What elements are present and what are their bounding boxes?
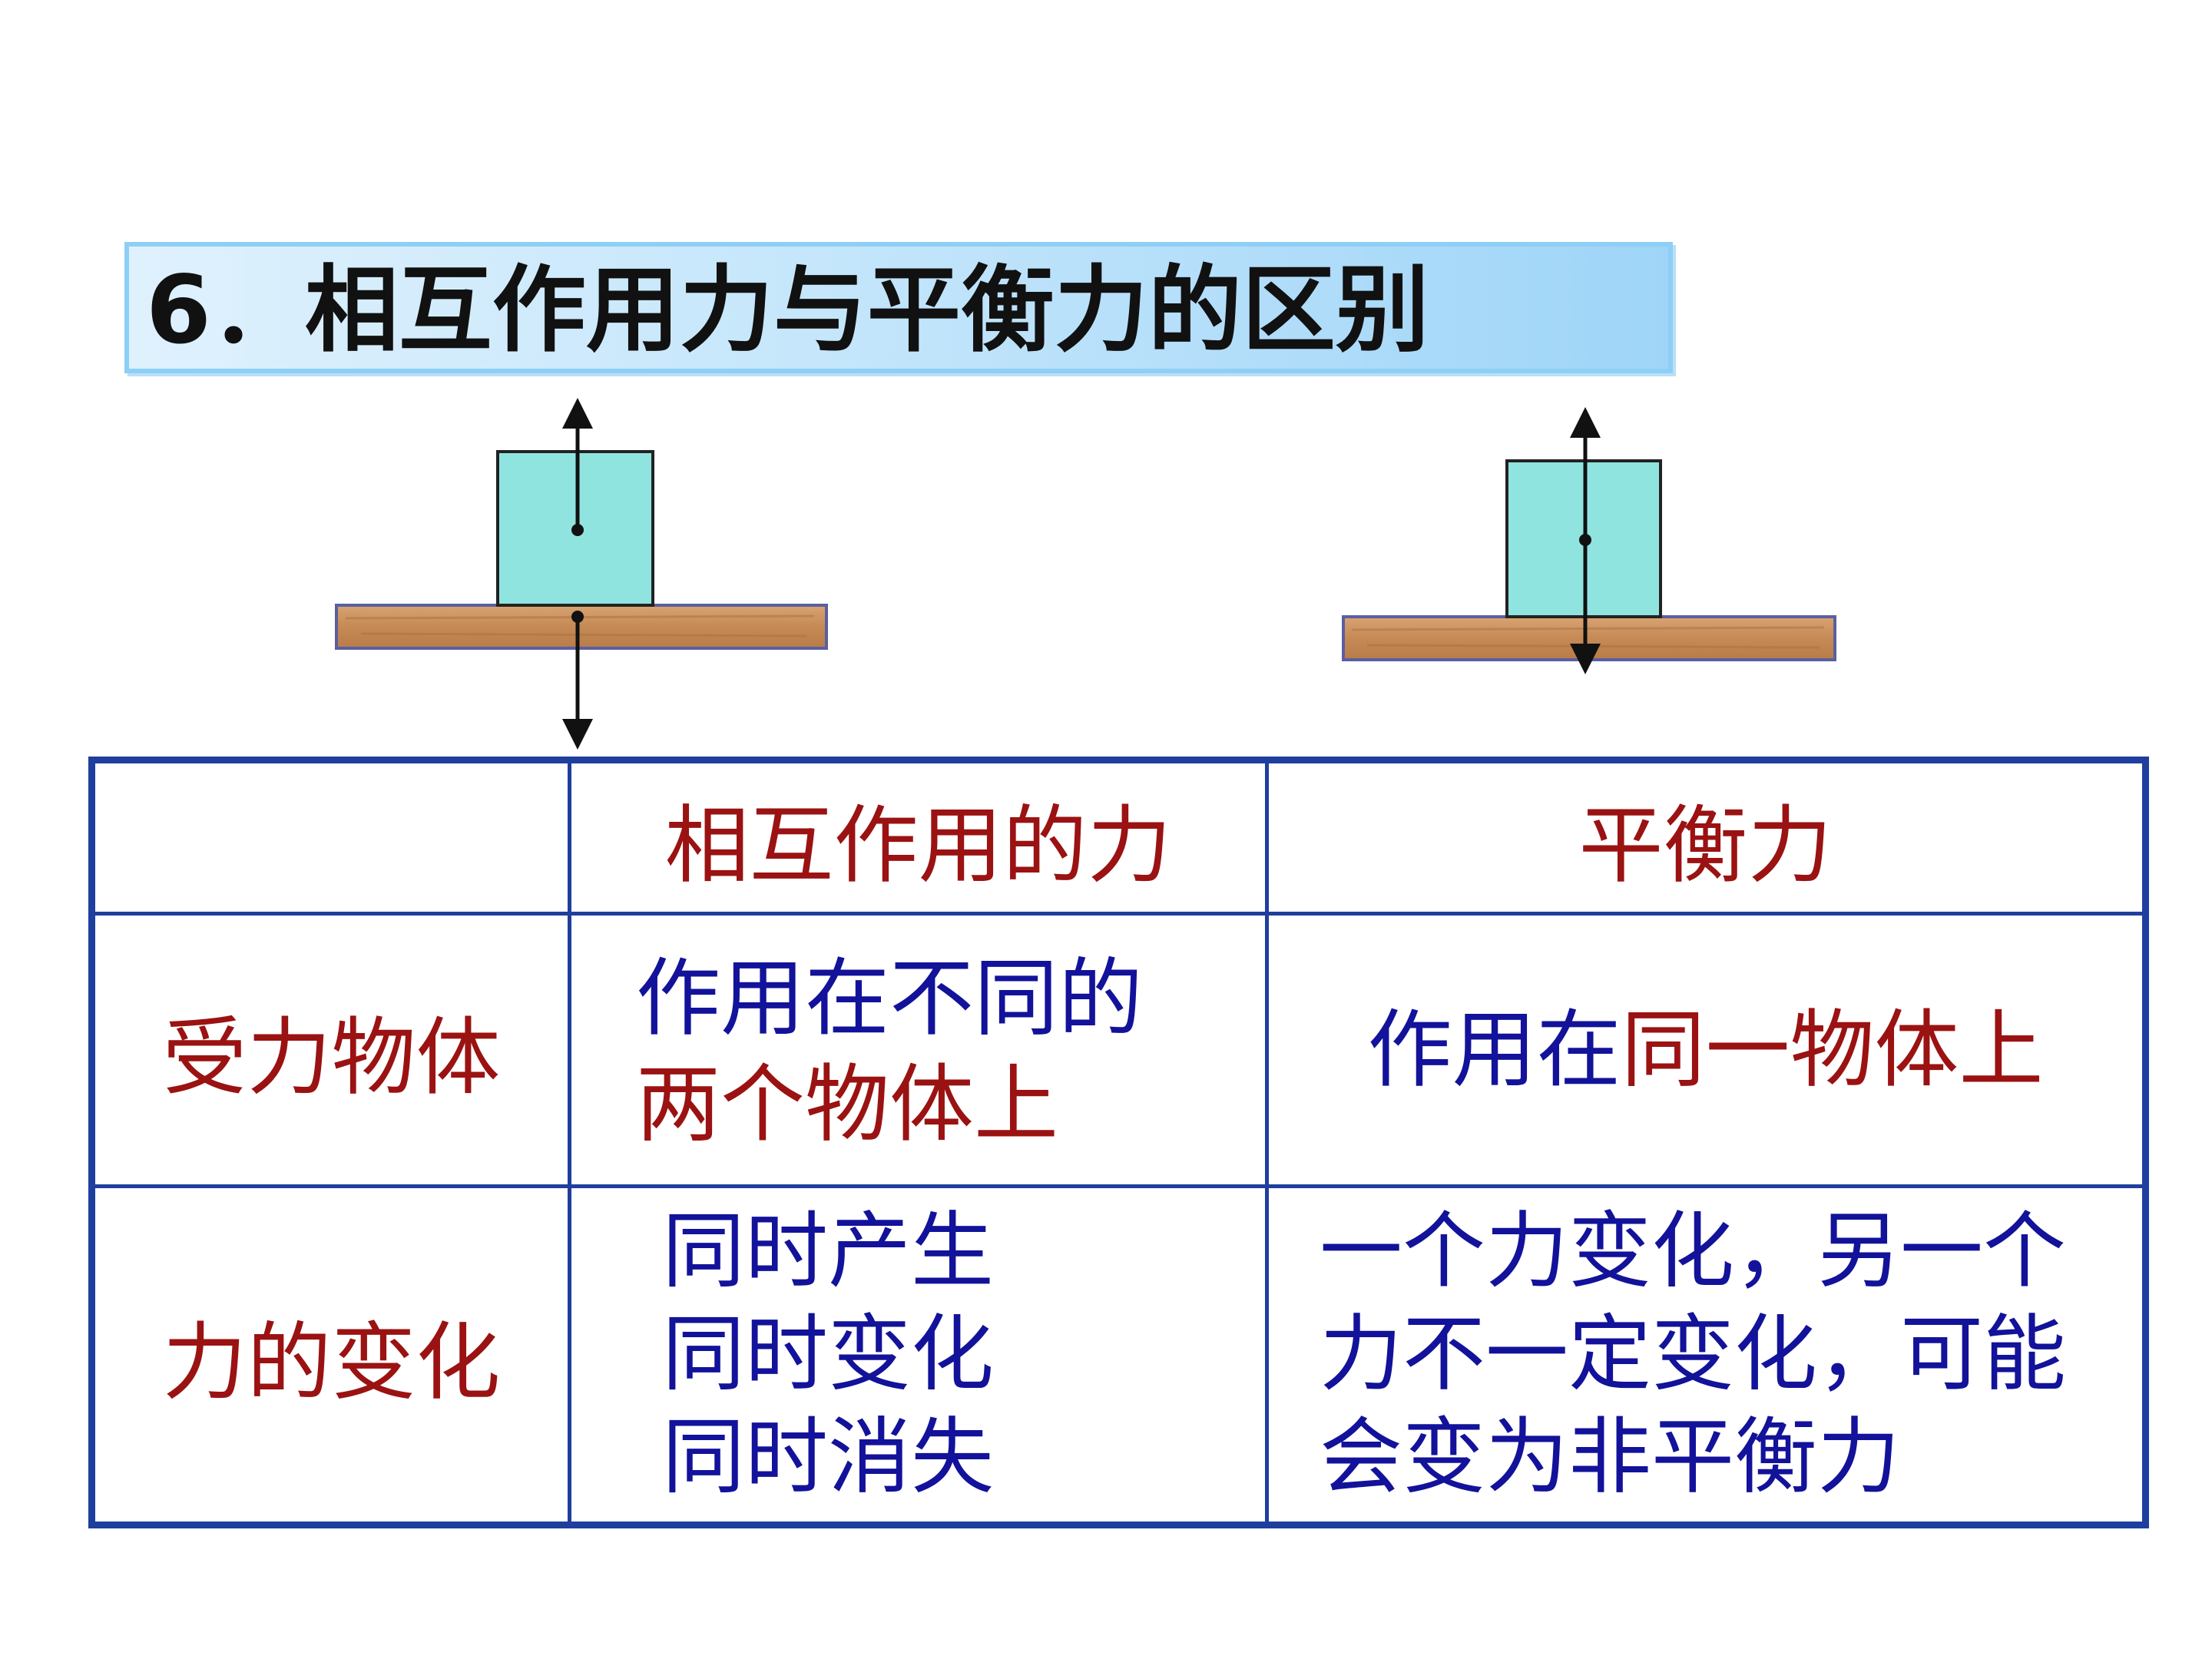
- balanced-change-line3: 会变为非平衡力: [1320, 1409, 1901, 1505]
- left-board: [335, 604, 828, 650]
- left-upper-point: [571, 524, 584, 536]
- comparison-table: 相互作用的力 平衡力 受力物体 作用在不同的 两个物体上 作用在同一物体上 力的…: [88, 757, 2149, 1528]
- cell-balanced-object: 作用在同一物体上: [1265, 912, 2147, 1188]
- mutual-change-line3: 同时消失: [662, 1409, 995, 1505]
- table-row: 受力物体 作用在不同的 两个物体上 作用在同一物体上: [90, 912, 2147, 1188]
- right-board: [1342, 615, 1836, 661]
- table-header-row: 相互作用的力 平衡力: [90, 758, 2147, 916]
- balanced-change-line2: 力不一定变化，可能: [1320, 1306, 2067, 1402]
- balanced-force-diagram: [1342, 407, 1836, 674]
- row-label-force-object: 受力物体: [90, 912, 571, 1188]
- header-balanced-force: 平衡力: [1265, 758, 2147, 916]
- header-empty-cell: [90, 758, 571, 916]
- balanced-object-part2: 同一物体上: [1621, 1001, 2044, 1099]
- balanced-object-part1: 作用在: [1367, 1001, 1621, 1099]
- header-mutual-force: 相互作用的力: [568, 758, 1269, 916]
- cell-mutual-object: 作用在不同的 两个物体上: [568, 912, 1269, 1188]
- mutual-force-diagram: [335, 398, 828, 750]
- title-box: 6．相互作用力与平衡力的区别: [124, 242, 1673, 373]
- cell-balanced-change: 一个力变化，另一个 力不一定变化，可能 会变为非平衡力: [1265, 1184, 2147, 1527]
- mutual-object-line2: 两个物体上: [636, 1055, 1058, 1154]
- left-lower-point: [571, 611, 584, 623]
- row-label-force-change: 力的变化: [90, 1184, 571, 1527]
- page-title: 6．相互作用力与平衡力的区别: [146, 256, 1429, 365]
- right-center-point: [1579, 534, 1591, 546]
- cell-mutual-change: 同时产生 同时变化 同时消失: [568, 1184, 1269, 1527]
- balanced-change-line1: 一个力变化，另一个: [1320, 1204, 2067, 1300]
- mutual-object-line1: 作用在不同的: [636, 949, 1143, 1048]
- mutual-change-line2: 同时变化: [662, 1306, 995, 1402]
- table-row: 力的变化 同时产生 同时变化 同时消失 一个力变化，另一个 力不一定变化，可能 …: [90, 1184, 2147, 1527]
- mutual-change-line1: 同时产生: [662, 1204, 995, 1300]
